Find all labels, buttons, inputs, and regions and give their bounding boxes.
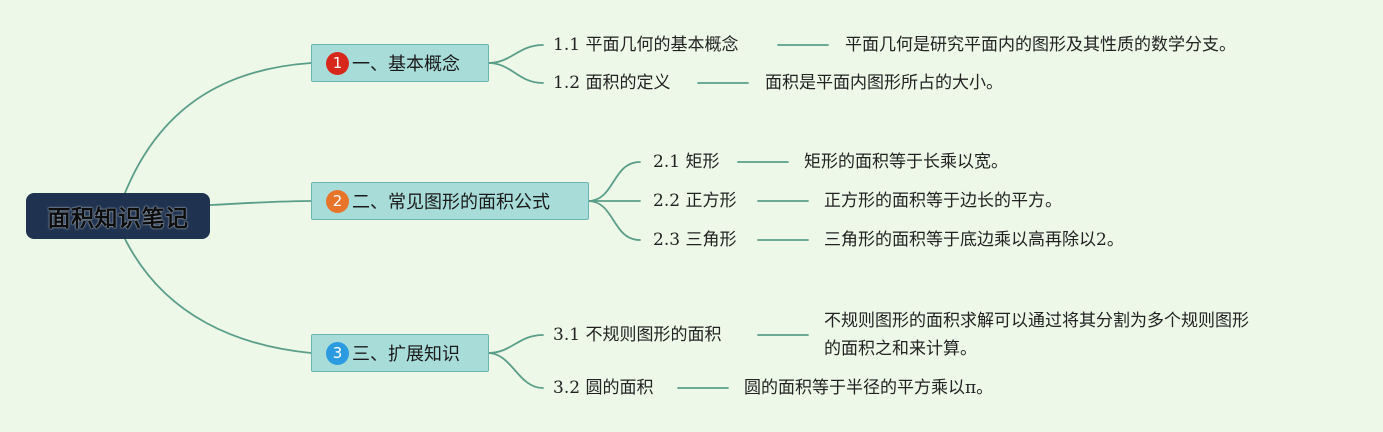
topic-note: 不规则图形的面积求解可以通过将其分割为多个规则图形 的面积之和来计算。 [824,307,1249,363]
topic-note: 矩形的面积等于长乘以宽。 [804,152,1008,172]
topic-node[interactable]: 2.3 三角形 [653,230,737,250]
topic-note: 面积是平面内图形所占的大小。 [765,73,1003,93]
branch-node-extended-knowledge[interactable]: 3 三、扩展知识 [311,334,489,372]
topic-node[interactable]: 2.1 矩形 [653,152,720,172]
priority-3-badge: 3 [326,341,349,365]
priority-2-badge: 2 [326,189,349,213]
connector-branch-1-topic-1 [487,44,544,64]
connector-branch-1-topic-2 [487,62,544,84]
topic-note-line: 不规则图形的面积求解可以通过将其分割为多个规则图形 [824,311,1249,331]
topic-note-line: 的面积之和来计算。 [824,339,977,359]
topic-note: 正方形的面积等于边长的平方。 [824,191,1062,211]
topic-note: 平面几何是研究平面内的图形及其性质的数学分支。 [845,35,1236,55]
topic-node[interactable]: 3.2 圆的面积 [553,378,654,398]
branch-node-area-formulas[interactable]: 2 二、常见图形的面积公式 [311,182,589,220]
topic-note: 圆的面积等于半径的平方乘以π。 [744,378,994,398]
topic-node[interactable]: 1.2 面积的定义 [553,73,671,93]
priority-1-badge: 1 [326,51,349,75]
connector-root-branch-2 [209,200,312,206]
branch-label: 一、基本概念 [352,54,460,75]
connector-root-branch-1 [124,62,312,194]
branch-label: 二、常见图形的面积公式 [352,192,550,213]
topic-node[interactable]: 2.2 正方形 [653,191,737,211]
topic-note: 三角形的面积等于底边乘以高再除以2。 [824,230,1124,250]
root-title: 面积知识笔记 [47,206,189,232]
topic-node[interactable]: 3.1 不规则图形的面积 [553,325,722,345]
branch-label: 三、扩展知识 [352,344,460,365]
connector-branch-2-topic-3 [587,200,641,241]
root-node[interactable]: 面积知识笔记 [26,193,210,239]
connector-branch-2-topic-1 [587,161,641,202]
branch-node-basic-concepts[interactable]: 1 一、基本概念 [311,44,489,82]
connector-branch-3-topic-2 [487,352,544,389]
topic-node[interactable]: 1.1 平面几何的基本概念 [553,35,739,55]
connector-root-branch-3 [124,238,312,354]
connector-branch-3-topic-1 [487,334,544,354]
